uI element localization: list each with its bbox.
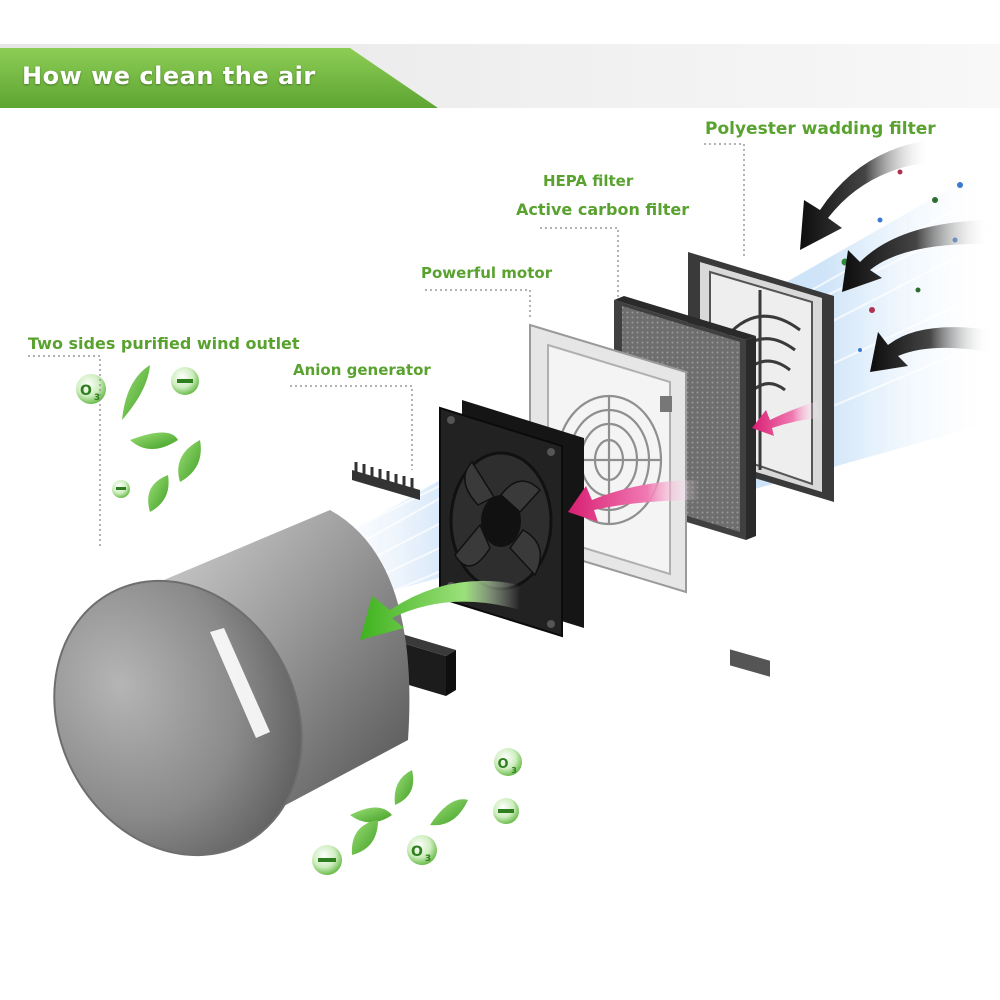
- leaf-icon: [351, 820, 378, 855]
- housing-highlight: [210, 628, 270, 738]
- anion-bubble: [493, 798, 519, 824]
- leader-line-anion: [290, 385, 413, 470]
- label-polyester-wadding-filter: Polyester wadding filter: [705, 119, 936, 139]
- label-powerful-motor: Powerful motor: [421, 264, 553, 282]
- filter-arrow-upper: [752, 400, 820, 436]
- leaf-icon: [122, 365, 150, 420]
- dirty-air-arrows: [800, 140, 990, 372]
- label-hepa-filter: HEPA filter: [543, 172, 634, 190]
- label-active-carbon-filter: Active carbon filter: [516, 200, 690, 219]
- ozone-bubble: O 3: [76, 374, 106, 404]
- page-title: How we clean the air: [22, 62, 316, 90]
- ozone-bubble: O 3: [407, 835, 437, 865]
- leader-line-polyester: [704, 143, 745, 258]
- ozone-bubble: O 3: [494, 748, 522, 776]
- leader-line-carbon: [540, 227, 619, 300]
- leaf-icon: [178, 440, 201, 482]
- filter-arrow-lower: [568, 480, 700, 522]
- leaf-icon: [130, 432, 178, 449]
- anion-bubble: [171, 367, 199, 395]
- leaf-icon: [430, 799, 468, 826]
- powerful-motor: [439, 400, 584, 638]
- ozone-symbol: O: [497, 757, 508, 772]
- anion-generator: [352, 462, 420, 500]
- leaf-icon: [350, 807, 392, 823]
- ozone-symbol: O: [411, 844, 423, 860]
- bubbles: O 3 O 3 O 3: [76, 367, 522, 875]
- leaves: [122, 365, 468, 855]
- clean-air-arrow: [360, 580, 520, 640]
- ozone-subscript: 3: [511, 766, 517, 775]
- ozone-subscript: 3: [94, 393, 100, 403]
- leader-line-motor: [425, 289, 531, 320]
- ozone-symbol: O: [80, 383, 92, 399]
- banner-green-tab: [0, 48, 438, 108]
- anion-bubble: [112, 480, 130, 498]
- anion-bubble: [312, 845, 342, 875]
- label-anion-generator: Anion generator: [293, 361, 431, 379]
- ozone-subscript: 3: [425, 854, 431, 864]
- leader-lines: [28, 143, 745, 548]
- label-wind-outlet: Two sides purified wind outlet: [28, 334, 300, 353]
- leaf-icon: [148, 475, 169, 512]
- title-banner: [0, 44, 1000, 108]
- leader-line-outlet: [28, 355, 101, 548]
- purifier-housing: [53, 510, 410, 857]
- leaf-icon: [394, 770, 414, 805]
